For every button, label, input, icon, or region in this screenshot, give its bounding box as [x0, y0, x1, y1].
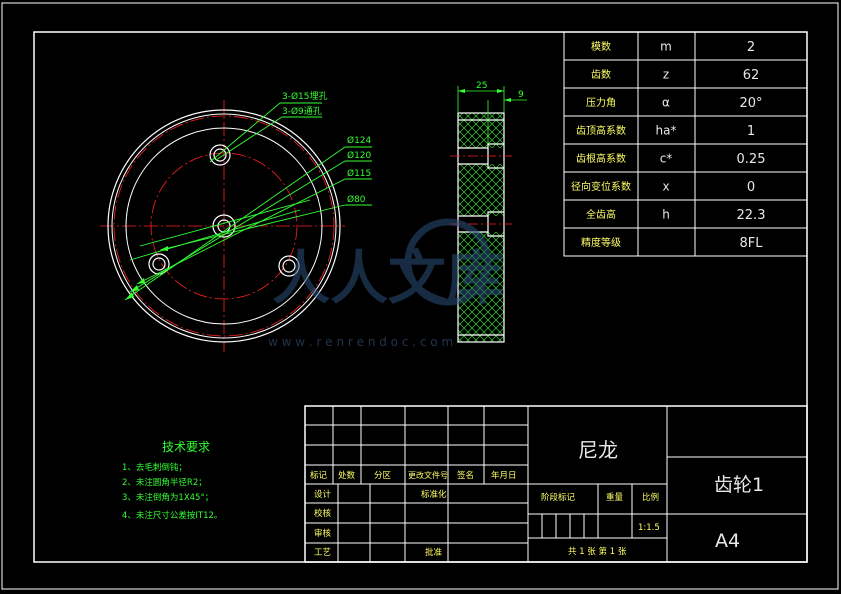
- param-name-1: 齿数: [591, 68, 611, 81]
- param-name-6: 全齿高: [586, 208, 616, 221]
- tb-header-mark: 标记: [310, 470, 328, 481]
- param-symbol-6: h: [662, 208, 670, 222]
- tb-role-check: 校核: [314, 508, 332, 519]
- tech-req-item-4: 4、未注尺寸公差按IT12。: [122, 510, 222, 521]
- bolt-hole-right: [278, 255, 300, 277]
- title-block: 标记 处数 分区 更改文件号 签名 年月日 设计 标准化 校核 审核 工艺 批准…: [304, 405, 808, 563]
- tb-sheet-size: A4: [715, 530, 740, 552]
- callout-holes-small: 3-Ø9通孔: [282, 106, 322, 117]
- tb-scale-value: 1:1.5: [638, 523, 660, 533]
- tip-circle: [107, 109, 341, 343]
- tb-header-doc-no: 更改文件号: [408, 470, 448, 480]
- tb-header-signature: 签名: [457, 470, 474, 481]
- tb-scale-label: 比例: [642, 492, 659, 503]
- tech-req-item-1: 1、去毛刺倒钝；: [122, 462, 187, 473]
- tb-role-review: 审核: [314, 528, 332, 539]
- param-value-6: 22.3: [737, 208, 766, 223]
- param-value-3: 1: [747, 124, 755, 139]
- param-name-7: 精度等级: [581, 236, 621, 249]
- tb-role-standardize: 标准化: [421, 489, 447, 500]
- tb-header-zone: 分区: [374, 471, 392, 481]
- param-name-4: 齿根高系数: [576, 152, 626, 165]
- param-value-7: 8FL: [740, 236, 764, 251]
- param-symbol-4: c*: [660, 152, 673, 166]
- tb-material: 尼龙: [578, 438, 618, 462]
- dimension-leaders: [124, 102, 372, 301]
- param-symbol-3: ha*: [656, 124, 677, 138]
- tb-role-design: 设计: [314, 489, 332, 500]
- param-value-2: 20°: [739, 96, 762, 111]
- tb-sheets: 共 1 张 第 1 张: [568, 546, 627, 557]
- param-name-2: 压力角: [586, 96, 616, 109]
- watermark: 人人文库 w w w . r e n r e n d o c . c o m: [268, 218, 504, 349]
- callout-d80: Ø80: [347, 194, 366, 205]
- watermark-url: w w w . r e n r e n d o c . c o m: [268, 335, 453, 349]
- param-name-0: 模数: [591, 40, 611, 53]
- tech-req-item-3: 3、未注倒角为1X45°；: [122, 492, 213, 503]
- watermark-logo-text: 人人文库: [272, 244, 504, 312]
- dim-step: 9: [518, 90, 524, 100]
- tb-role-approve: 批准: [425, 547, 443, 558]
- gear-parameter-table: 模数 m 2 齿数 z 62 压力角 α 20° 齿顶高系数 ha* 1 齿根高系数 c* 0.25 径向变位…: [563, 31, 808, 257]
- hub-circle: [125, 127, 323, 325]
- dim-width: 25: [476, 81, 487, 91]
- param-symbol-2: α: [662, 96, 670, 110]
- tb-header-date: 年月日: [491, 470, 517, 481]
- tb-stage-mark: 阶段标记: [541, 492, 576, 503]
- watermark-logo-icon: [404, 218, 492, 306]
- param-symbol-5: x: [662, 180, 669, 194]
- technical-requirements: 技术要求 1、去毛刺倒钝； 2、未注圆角半径R2； 3、未注倒角为1X45°； …: [122, 440, 222, 521]
- front-view: 3-Ø15埋孔 3-Ø9通孔 Ø124 Ø120 Ø115 Ø80: [100, 91, 372, 352]
- leader-arrows: [125, 246, 168, 300]
- param-value-4: 0.25: [737, 152, 766, 167]
- param-name-5: 径向变位系数: [571, 180, 631, 193]
- param-value-0: 2: [747, 40, 755, 55]
- callout-d124: Ø124: [347, 135, 372, 146]
- tech-req-item-2: 2、未注圆角半径R2；: [122, 477, 207, 488]
- param-value-5: 0: [747, 180, 755, 195]
- pitch-circle: [113, 115, 335, 337]
- param-symbol-1: z: [663, 68, 669, 82]
- param-name-3: 齿顶高系数: [576, 124, 626, 137]
- bolt-hole-top: [209, 144, 231, 166]
- rim-circle: [111, 113, 337, 339]
- param-symbol-0: m: [660, 40, 672, 54]
- bolt-circle: [150, 152, 298, 300]
- tb-part-name: 齿轮1: [714, 474, 764, 496]
- tb-weight: 重量: [606, 492, 624, 503]
- param-value-1: 62: [743, 68, 760, 83]
- callout-d120: Ø120: [347, 150, 372, 161]
- callout-holes-large: 3-Ø15埋孔: [282, 91, 328, 102]
- callout-d115: Ø115: [347, 168, 371, 179]
- tech-req-title: 技术要求: [162, 440, 210, 454]
- tb-header-count: 处数: [338, 470, 356, 481]
- tb-role-process: 工艺: [314, 548, 331, 558]
